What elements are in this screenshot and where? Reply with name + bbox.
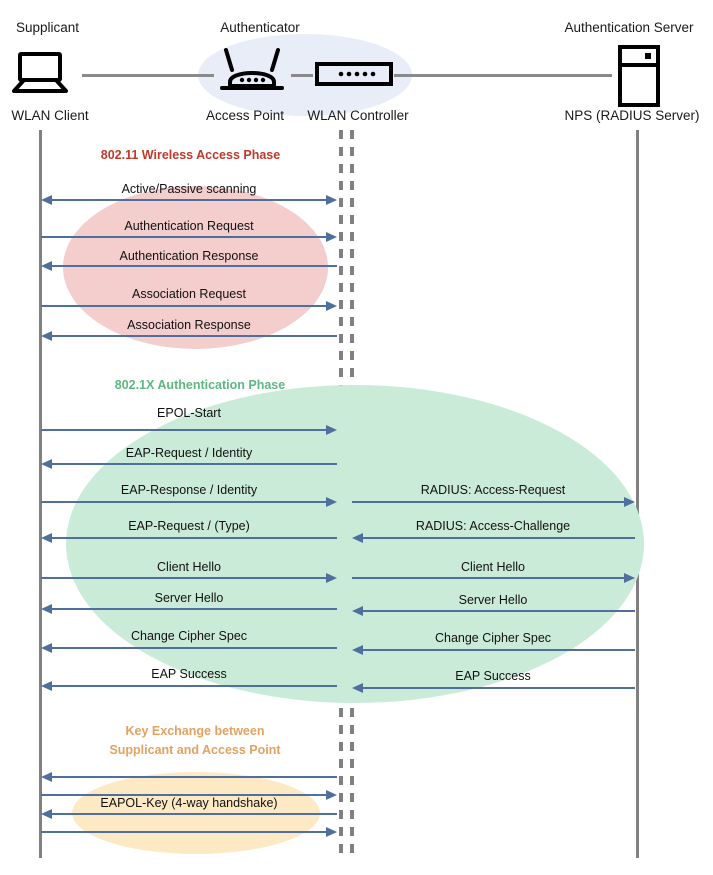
- actor-device-wlan-controller: WLAN Controller: [307, 108, 409, 123]
- message-line-right-0: [352, 501, 633, 503]
- message-line-left-12: [43, 685, 337, 687]
- message-line-left-7: [41, 501, 335, 503]
- message-line-left-5: [41, 429, 335, 431]
- message-line-key-0: [43, 776, 337, 778]
- message-line-left-4: [43, 335, 337, 337]
- message-label-left-10: Server Hello: [154, 591, 224, 605]
- access-point-icon: [216, 48, 288, 101]
- link-client-to-ap: [82, 74, 214, 77]
- message-line-right-3: [354, 610, 635, 612]
- message-label-left-3: Association Request: [132, 287, 246, 301]
- message-label-left-1: Authentication Request: [124, 219, 254, 233]
- message-line-right-4: [354, 649, 635, 651]
- message-label-left-9: Client Hello: [157, 560, 221, 574]
- message-arrowhead-left-10: [41, 604, 52, 614]
- actor-device-access-point: Access Point: [205, 108, 285, 123]
- message-label-left-2: Authentication Response: [119, 249, 259, 263]
- message-line-left-8: [43, 537, 337, 539]
- message-line-left-10: [43, 608, 337, 610]
- message-label-right-4: Change Cipher Spec: [434, 631, 552, 645]
- link-ap-to-controller: [291, 74, 313, 77]
- message-label-left-0: Active/Passive scanning: [121, 182, 257, 196]
- message-label-left-11: Change Cipher Spec: [130, 629, 248, 643]
- message-arrowhead-left-0-start: [41, 195, 52, 205]
- phase-label-key-exchange-line2: Supplicant and Access Point: [109, 743, 281, 757]
- actor-role-supplicant: Supplicant: [15, 20, 80, 35]
- actor-role-authentication-server: Authentication Server: [564, 20, 694, 35]
- laptop-icon: [12, 52, 72, 99]
- message-arrowhead-left-3: [326, 301, 337, 311]
- message-line-left-11: [43, 647, 337, 649]
- message-arrowhead-left-2: [41, 261, 52, 271]
- phase-label-wireless: 802.11 Wireless Access Phase: [100, 148, 281, 162]
- message-arrowhead-left-5: [326, 425, 337, 435]
- lifeline-authentication-server: [636, 130, 639, 858]
- message-arrowhead-right-2: [624, 573, 635, 583]
- message-arrowhead-left-6: [41, 459, 52, 469]
- message-arrowhead-left-0-end: [326, 195, 337, 205]
- message-arrowhead-key-0: [41, 772, 52, 782]
- message-arrowhead-right-0: [624, 497, 635, 507]
- phase-label-key-exchange-line1: Key Exchange between: [125, 724, 265, 738]
- message-label-left-7: EAP-Response / Identity: [120, 483, 258, 497]
- message-arrowhead-left-9: [326, 573, 337, 583]
- message-arrowhead-left-11: [41, 643, 52, 653]
- actor-device-nps-radius-server: NPS (RADIUS Server): [564, 108, 700, 123]
- message-arrowhead-left-12: [41, 681, 52, 691]
- message-arrowhead-right-5: [352, 683, 363, 693]
- message-line-right-1: [354, 537, 635, 539]
- phase-region-wireless: [63, 186, 328, 349]
- message-arrowhead-left-8: [41, 533, 52, 543]
- message-arrowhead-right-4: [352, 645, 363, 655]
- message-line-right-2: [352, 577, 633, 579]
- message-label-left-12: EAP Success: [151, 667, 227, 681]
- message-label-left-8: EAP-Request / (Type): [128, 519, 250, 533]
- link-controller-to-server: [394, 74, 612, 77]
- message-label-right-3: Server Hello: [458, 593, 528, 607]
- message-label-left-4: Association Response: [127, 318, 251, 332]
- message-label-right-5: EAP Success: [455, 669, 531, 683]
- message-label-right-1: RADIUS: Access-Challenge: [415, 519, 571, 533]
- server-icon: [616, 45, 662, 112]
- message-line-key-1: [41, 794, 335, 796]
- message-label-left-5: EPOL-Start: [157, 406, 221, 420]
- message-arrowhead-right-3: [352, 606, 363, 616]
- message-arrowhead-key-1: [326, 790, 337, 800]
- wlan-controller-icon: [315, 60, 393, 93]
- phase-region-dot1x: [66, 385, 644, 703]
- message-label-key-2: EAPOL-Key (4-way handshake): [100, 796, 278, 810]
- message-line-left-0: [43, 199, 335, 201]
- message-label-right-0: RADIUS: Access-Request: [420, 483, 566, 497]
- message-line-left-9: [41, 577, 335, 579]
- phase-label-dot1x: 802.1X Authentication Phase: [114, 378, 286, 392]
- message-arrowhead-key-3: [326, 827, 337, 837]
- message-line-key-3: [41, 831, 335, 833]
- lifeline-supplicant: [39, 130, 42, 858]
- message-line-left-1: [41, 236, 335, 238]
- message-label-right-2: Client Hello: [461, 560, 525, 574]
- message-line-key-2: [43, 813, 337, 815]
- message-line-left-3: [41, 305, 335, 307]
- message-label-left-6: EAP-Request / Identity: [125, 446, 253, 460]
- message-line-right-5: [354, 687, 635, 689]
- actor-device-wlan-client: WLAN Client: [11, 108, 89, 123]
- message-line-left-2: [43, 265, 337, 267]
- message-arrowhead-key-2: [41, 809, 52, 819]
- message-arrowhead-left-1: [326, 232, 337, 242]
- message-arrowhead-left-7: [326, 497, 337, 507]
- message-arrowhead-left-4: [41, 331, 52, 341]
- actor-role-authenticator: Authenticator: [220, 20, 300, 35]
- message-arrowhead-right-1: [352, 533, 363, 543]
- message-line-left-6: [43, 463, 337, 465]
